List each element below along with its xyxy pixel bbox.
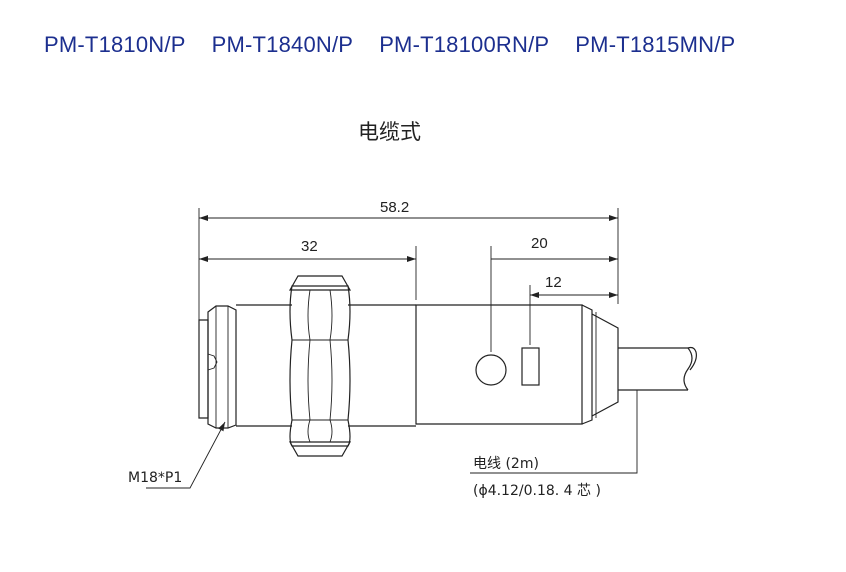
dim-body-text: 32 bbox=[301, 238, 318, 255]
model-list: PM-T1810N/P PM-T1840N/P PM-T18100RN/P PM-T1… bbox=[44, 32, 761, 58]
subtitle: 电缆式 bbox=[358, 120, 421, 144]
model-1: PM-T1810N/P bbox=[44, 32, 186, 57]
cable bbox=[618, 346, 697, 391]
model-2: PM-T1840N/P bbox=[211, 32, 354, 57]
sensor-body bbox=[198, 275, 619, 457]
cable-label: 电线 (2m) bbox=[473, 456, 539, 472]
model-4: PM-T1815MN/P bbox=[575, 32, 736, 57]
leader-lines bbox=[146, 390, 638, 489]
extension-lines bbox=[198, 208, 619, 352]
dimension-lines bbox=[199, 215, 618, 298]
dim-overall-text: 58.2 bbox=[380, 199, 409, 216]
cable-spec-label: (ϕ4.12/0.18. 4 芯 ) bbox=[473, 483, 601, 499]
thread-label: M18*P1 bbox=[128, 470, 182, 486]
dim-indicator-text: 20 bbox=[531, 235, 548, 252]
model-3: PM-T18100RN/P bbox=[379, 32, 550, 57]
dim-slot-text: 12 bbox=[545, 274, 562, 291]
